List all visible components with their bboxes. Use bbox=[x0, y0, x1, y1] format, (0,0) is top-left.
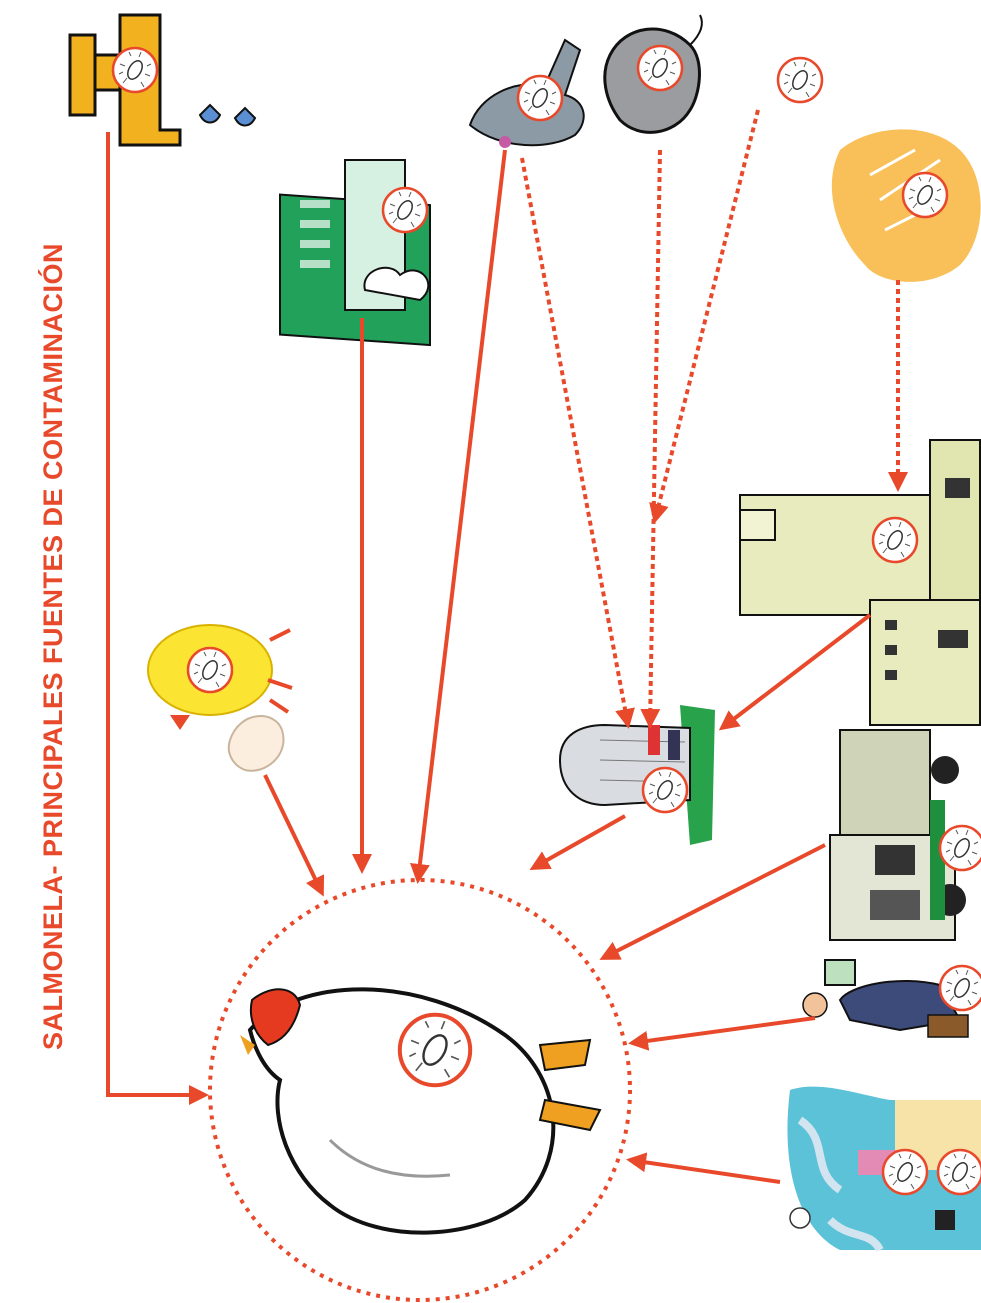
pigeon-icon bbox=[468, 38, 585, 148]
rodent-icon bbox=[603, 14, 703, 134]
arrow-hatchery-to-hen bbox=[263, 774, 325, 897]
arrow-staff-to-hen bbox=[626, 1152, 781, 1184]
dashed-arrows bbox=[520, 109, 908, 729]
arrow-rodent-to-silo bbox=[640, 149, 662, 729]
grain-icon bbox=[831, 129, 981, 282]
arrow-visitor-to-hen bbox=[628, 1016, 816, 1051]
arrow-mill-to-silo bbox=[718, 613, 872, 731]
feed-silo-icon bbox=[558, 705, 715, 845]
arrow-pigeon-to-silo bbox=[520, 157, 635, 729]
arrow-water-to-hen bbox=[106, 132, 209, 1105]
arrow-silo-to-hen bbox=[529, 814, 626, 870]
hen-icon bbox=[240, 987, 602, 1235]
microbe-icon bbox=[776, 56, 824, 104]
target-ring bbox=[208, 878, 632, 1302]
truck-icon bbox=[829, 729, 981, 941]
water-tap-icon bbox=[68, 13, 257, 147]
solid-arrows bbox=[106, 132, 872, 1184]
arrow-airborne-to-silo bbox=[649, 109, 760, 524]
arrow-pigeon-to-hen bbox=[409, 149, 507, 884]
worker-cleaning-icon bbox=[787, 1086, 981, 1253]
factory-smoke-icon bbox=[279, 159, 431, 347]
chick-egg-icon bbox=[147, 624, 293, 772]
arrow-truck-to-hen bbox=[599, 843, 826, 960]
visitor-icon bbox=[802, 959, 981, 1038]
feed-mill-icon bbox=[739, 439, 981, 726]
